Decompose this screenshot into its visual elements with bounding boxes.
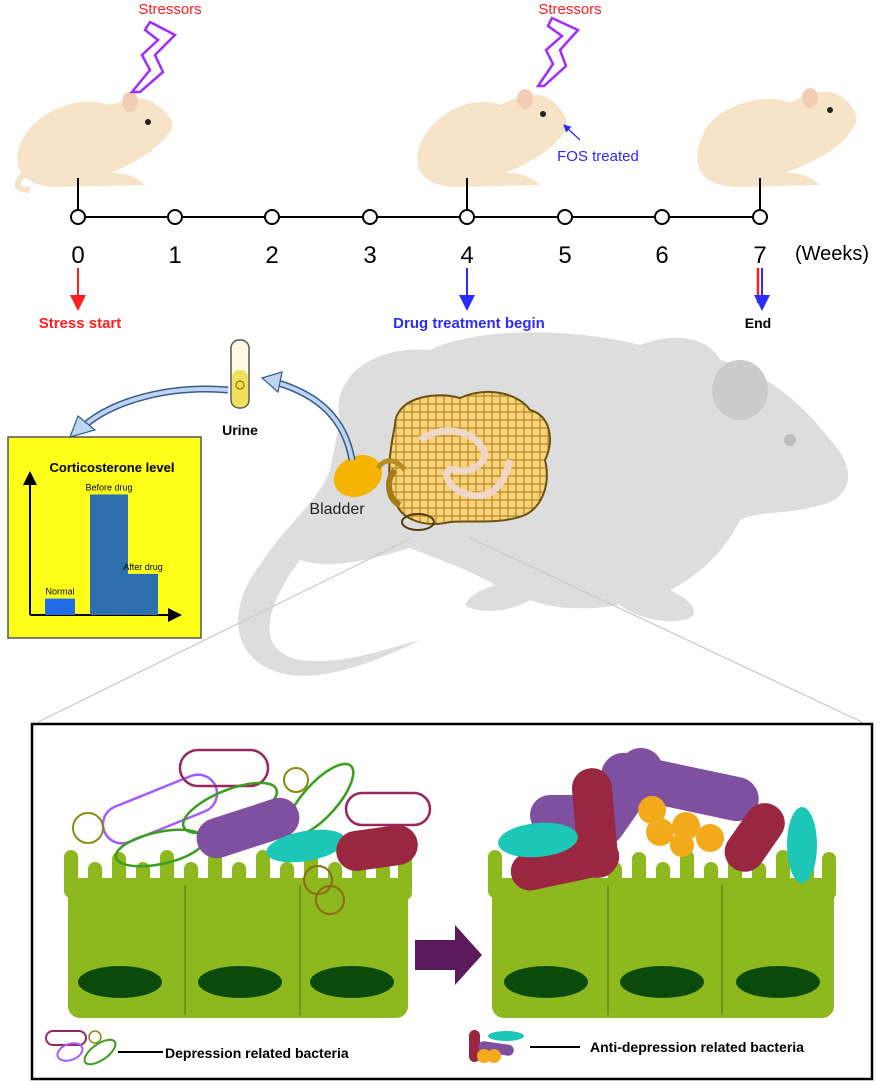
nucleus: [620, 966, 704, 998]
timeline-tick: [752, 209, 768, 225]
nucleus: [736, 966, 820, 998]
mouse-week-0: [14, 92, 173, 193]
timeline-tick: [167, 209, 183, 225]
weeks-unit-label: (Weeks): [795, 243, 869, 265]
stressor-bolt-icon: [535, 16, 581, 88]
week-label: 4: [460, 242, 473, 269]
urine-tube-icon: [230, 339, 250, 409]
legend-anti-depression-label: Anti-depression related bacteria: [590, 1039, 804, 1055]
chart-bar: [128, 573, 158, 615]
nucleus: [504, 966, 588, 998]
intestine-illustration: [386, 391, 551, 531]
nucleus: [198, 966, 282, 998]
chart-bar: [90, 494, 128, 615]
timeline-tick: [70, 209, 86, 225]
depression-bacteria-cluster: [72, 748, 432, 915]
zoom-line-left: [37, 537, 413, 723]
week-label: 1: [168, 242, 181, 269]
week-label: 7: [753, 242, 766, 269]
nucleus: [78, 966, 162, 998]
grey-rat-silhouette: [238, 332, 849, 676]
fos-arrow: [563, 124, 581, 141]
timeline-tick: [264, 209, 280, 225]
zoom-line-right: [469, 537, 863, 723]
chart-bar-label: After drug: [123, 562, 163, 572]
week-label: 2: [265, 242, 278, 269]
stressor-label: Stressors: [538, 1, 601, 18]
drug-begin-label: Drug treatment begin: [393, 315, 545, 332]
epithelium-right: [488, 850, 836, 1018]
nucleus: [310, 966, 394, 998]
chart-bar-label: Before drug: [85, 482, 132, 492]
epithelium-left: [64, 850, 412, 1018]
transition-arrow: [415, 925, 482, 985]
chart-title: Corticosterone level: [50, 460, 175, 475]
week-label: 3: [363, 242, 376, 269]
week-label: 5: [558, 242, 571, 269]
urine-label: Urine: [222, 422, 258, 438]
corticosterone-chart: Corticosterone level Normal Before drugAf…: [7, 436, 202, 639]
legend-depression-icon: [45, 1030, 117, 1066]
anti-depression-bacteria-cluster: [498, 747, 817, 891]
fos-label: FOS treated: [557, 148, 639, 165]
stressor-bolt-icon: [129, 20, 178, 94]
stress-start-label: Stress start: [39, 315, 122, 332]
timeline-tick: [362, 209, 378, 225]
mouse-week-7: [697, 88, 857, 187]
timeline-tick: [654, 209, 670, 225]
legend-anti-depression-icon: [469, 1030, 524, 1063]
ureter: [375, 458, 407, 472]
timeline-tick: [557, 209, 573, 225]
timeline: 0 1 2 3 4 5 6 7: [70, 178, 768, 269]
end-label: End: [745, 315, 771, 331]
chart-bar: [45, 598, 75, 615]
stressor-label: Stressors: [138, 1, 201, 18]
mouse-week-4: [417, 89, 568, 187]
legend-depression-label: Depression related bacteria: [165, 1045, 349, 1061]
bladder-shape: [333, 455, 383, 497]
bladder-label: Bladder: [309, 501, 365, 518]
week-label: 0: [71, 242, 84, 269]
timeline-tick: [459, 209, 475, 225]
chart-bar-label: Normal: [45, 587, 74, 597]
week-label: 6: [655, 242, 668, 269]
